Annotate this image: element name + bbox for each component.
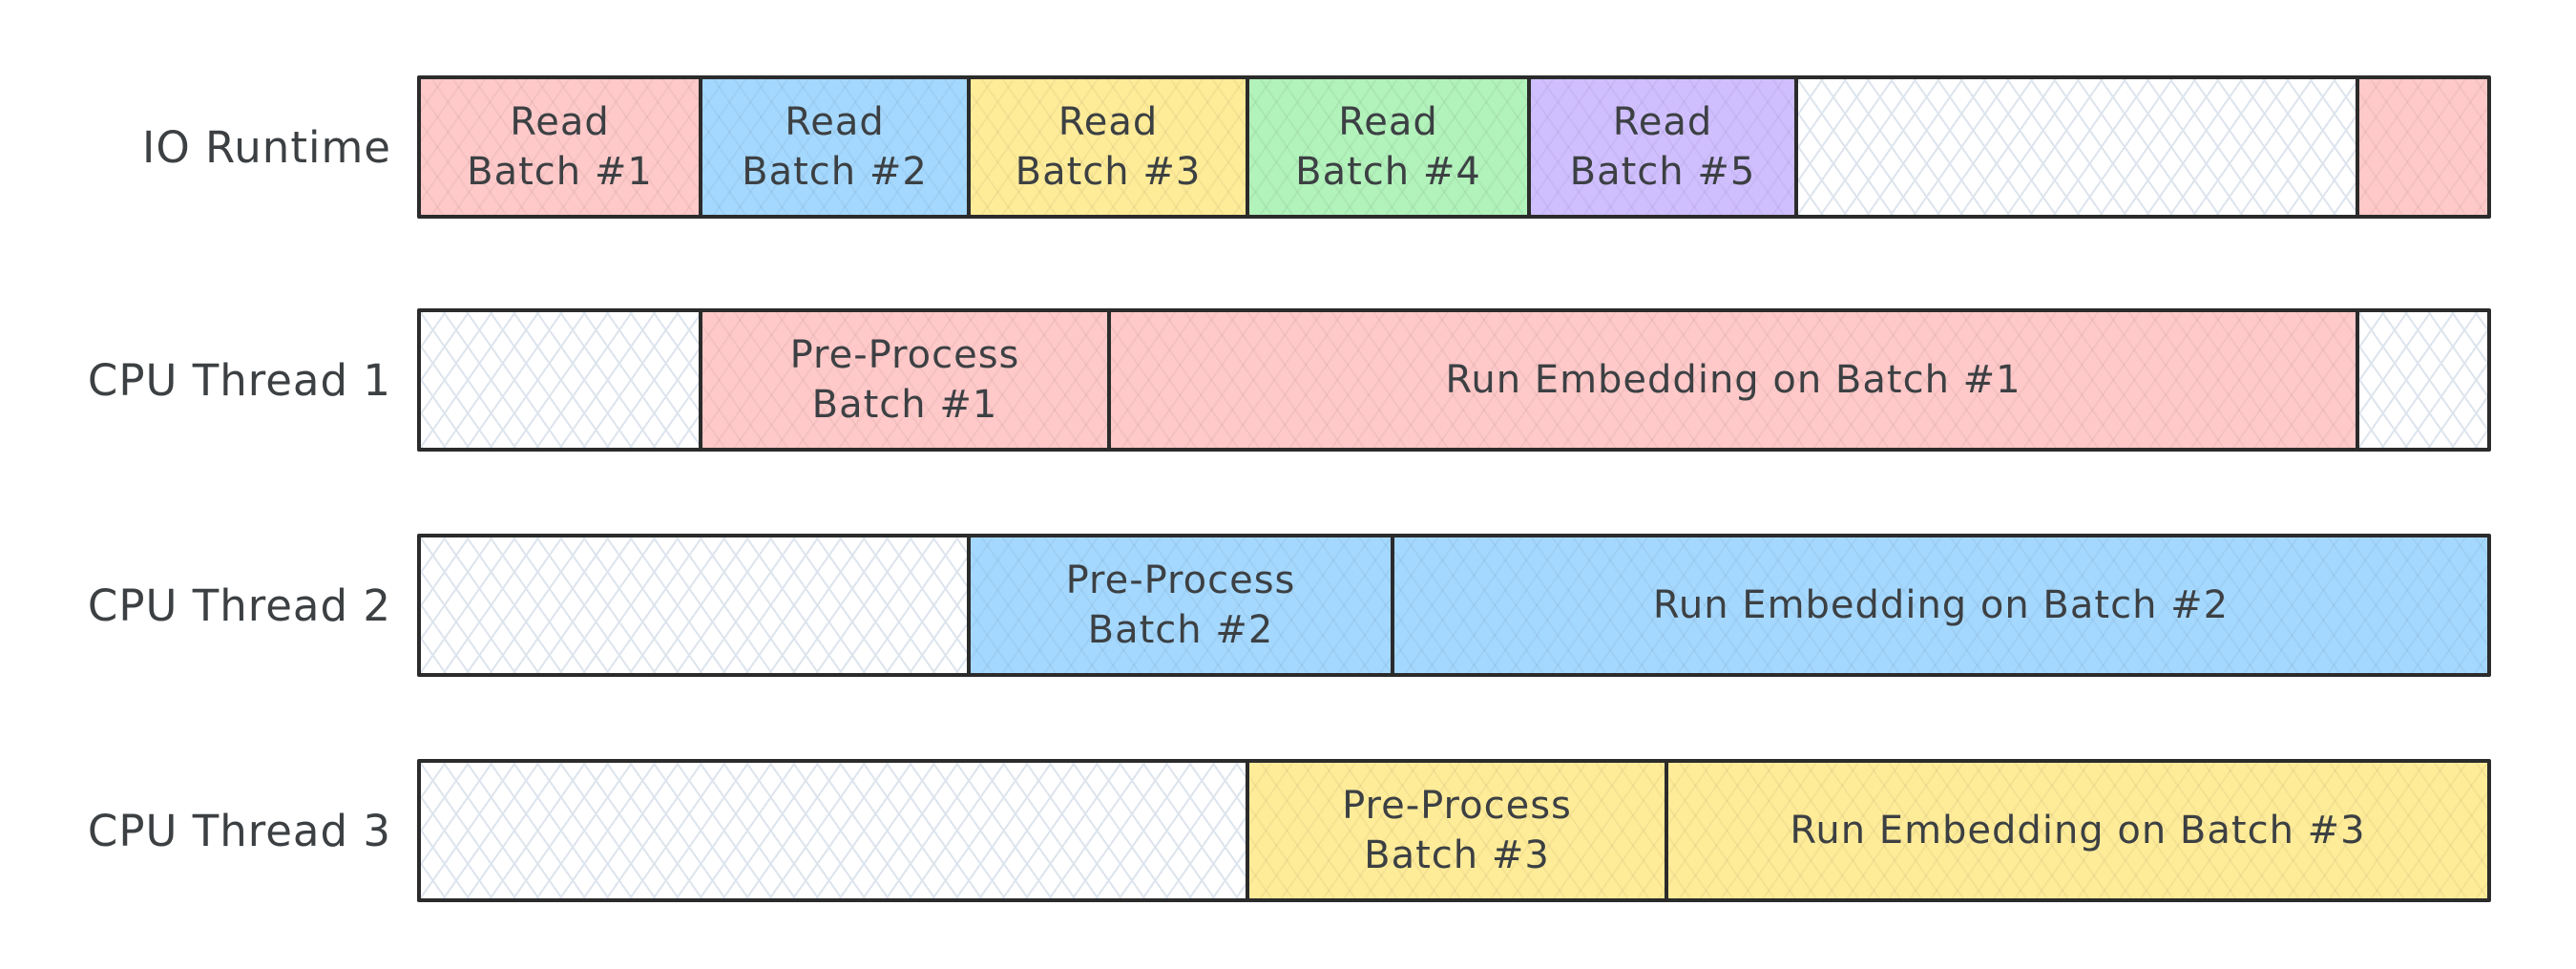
segment-label-line: Batch #2 xyxy=(742,150,928,194)
segment-run-run-embedding-on-batch-2: Run Embedding on Batch #2 xyxy=(1391,537,2487,673)
row-label: CPU Thread 3 xyxy=(87,805,391,856)
segment-label-line: Batch #5 xyxy=(1569,150,1756,194)
row-label: IO Runtime xyxy=(142,121,391,173)
segment-idle xyxy=(421,312,699,448)
segment-label-line: Batch #4 xyxy=(1295,150,1481,194)
segment-label-line: Batch #3 xyxy=(1015,150,1202,194)
segment-label-line: Batch #1 xyxy=(811,383,998,427)
segment-run-run-embedding-on-batch-1: Run Embedding on Batch #1 xyxy=(1107,312,2356,448)
segment-label-line: Batch #3 xyxy=(1364,833,1550,877)
row-label: CPU Thread 1 xyxy=(87,354,391,406)
segment-label: Run Embedding on Batch #2 xyxy=(1394,580,2487,630)
segment-label-line: Read xyxy=(510,100,610,144)
segment-label-line: Pre-Process xyxy=(1065,558,1296,602)
segment-label: Run Embedding on Batch #1 xyxy=(1111,355,2356,405)
row-label: CPU Thread 2 xyxy=(87,579,391,631)
segment-label-line: Run Embedding on Batch #3 xyxy=(1790,809,2366,853)
segment-read xyxy=(2356,79,2487,215)
segment-label-line: Read xyxy=(1612,100,1713,144)
segment-label-line: Read xyxy=(1338,100,1438,144)
segment-label-line: Batch #1 xyxy=(467,150,653,194)
segment-label-line: Pre-Process xyxy=(1342,784,1572,828)
segment-idle xyxy=(421,763,1246,898)
segment-label-line: Batch #2 xyxy=(1087,608,1274,652)
segment-label-line: Run Embedding on Batch #1 xyxy=(1445,358,2021,402)
segment-idle xyxy=(421,537,967,673)
segment-idle xyxy=(2356,312,2487,448)
segment-label: Run Embedding on Batch #3 xyxy=(1668,806,2487,855)
segment-idle xyxy=(1794,79,2356,215)
segment-label-line: Run Embedding on Batch #2 xyxy=(1652,583,2230,627)
segment-run-run-embedding-on-batch-3: Run Embedding on Batch #3 xyxy=(1665,763,2487,898)
segment-label-line: Read xyxy=(785,100,885,144)
segment-label-line: Read xyxy=(1058,100,1159,144)
segment-label-line: Pre-Process xyxy=(789,333,1020,377)
